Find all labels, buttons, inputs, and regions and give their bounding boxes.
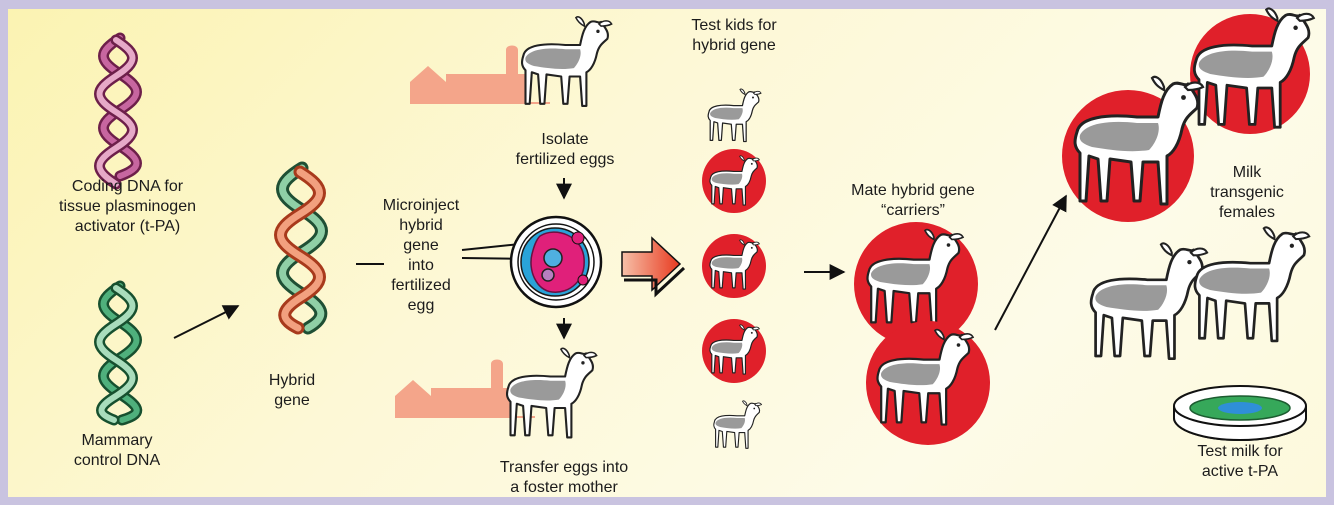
mammary-dna-label: Mammary control DNA <box>62 431 172 471</box>
test-milk-label: Test milk for active t-PA <box>1170 442 1310 482</box>
donor-goat-icon <box>522 17 612 106</box>
hybrid-gene-label: Hybrid gene <box>252 371 332 411</box>
fertilized-egg-icon <box>511 217 601 307</box>
microinject-label: Microinject hybrid gene into fertilized … <box>366 196 476 316</box>
arrow-to-hybrid-gene <box>174 306 238 338</box>
mate-carriers-label: Mate hybrid gene “carriers” <box>826 181 1000 221</box>
tpa-dna-helix-icon <box>100 38 137 184</box>
hybrid-dna-helix-icon <box>281 168 322 328</box>
isolate-eggs-label: Isolate fertilized eggs <box>490 130 640 170</box>
petri-dish-icon <box>1174 386 1306 440</box>
coding-dna-label: Coding DNA for tissue plasminogen activa… <box>40 177 215 237</box>
big-arrow-icon <box>622 238 680 290</box>
goat-icon <box>1091 243 1207 358</box>
milk-females-label: Milk transgenic females <box>1200 163 1294 223</box>
transfer-eggs-label: Transfer eggs into a foster mother <box>474 458 654 498</box>
kid-column <box>702 89 766 448</box>
test-kids-label: Test kids for hybrid gene <box>664 16 804 56</box>
goat-icon <box>1195 227 1309 341</box>
mammary-dna-helix-icon <box>100 286 137 420</box>
foster-goat-icon <box>507 348 597 437</box>
kid-goat-icon <box>714 401 762 448</box>
kid-goat-icon <box>708 89 761 142</box>
